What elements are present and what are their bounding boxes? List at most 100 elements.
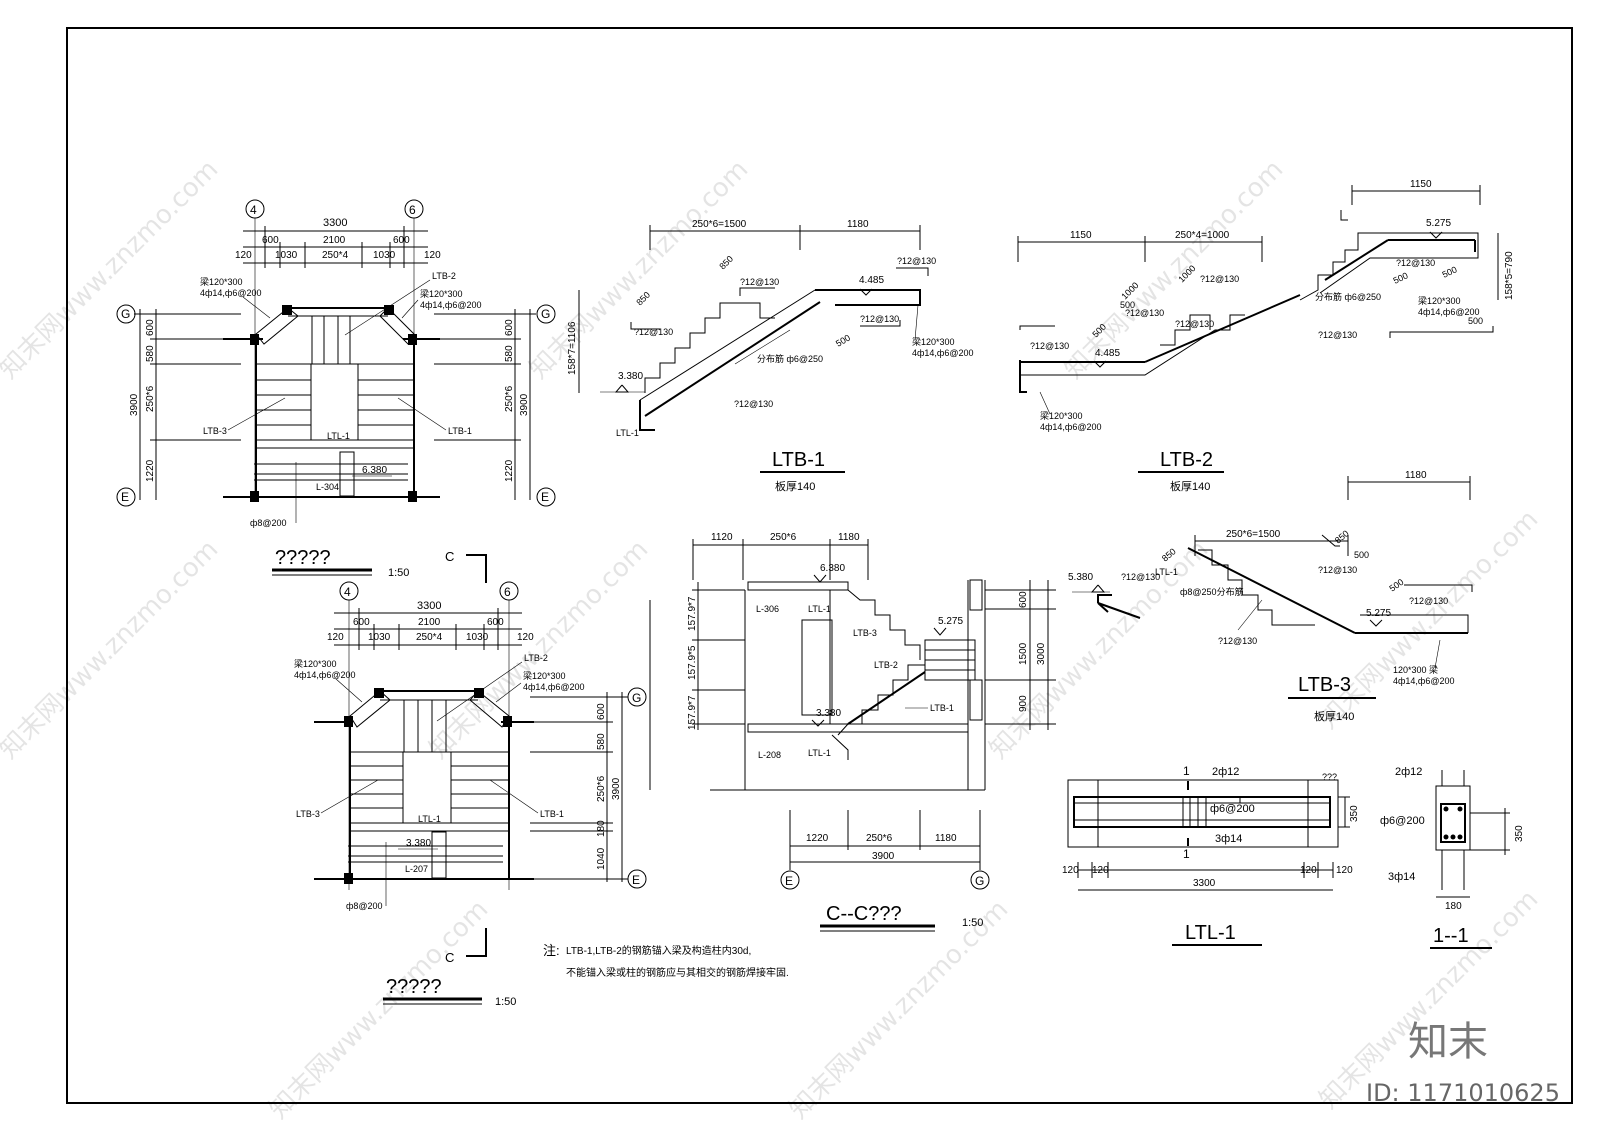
beam-note: 4ф14,ф6@200 [1418, 307, 1479, 317]
dim: 120 [1336, 865, 1353, 876]
beam-note: 4ф14,ф6@200 [1040, 422, 1101, 432]
rebar: 分布筋 ф6@250 [757, 353, 823, 364]
rebar: ?12@130 [1396, 258, 1435, 268]
dim: 120 [1062, 865, 1079, 876]
axis-6: 6 [504, 585, 511, 599]
elevation: 4.485 [859, 275, 884, 286]
beam-note: 梁120*300 [523, 670, 566, 681]
label-beam: L-306 [756, 604, 779, 614]
dim: 1180 [1405, 470, 1427, 481]
scale: 1:50 [388, 567, 409, 579]
axis-6: 6 [409, 203, 416, 217]
mark: ??? [1322, 772, 1337, 782]
section-title: C--C??? [826, 903, 902, 925]
dim: 3900 [611, 777, 622, 800]
axis-e-right: E [541, 490, 549, 504]
dim: 180 [1445, 901, 1462, 912]
rebar: 500 [834, 333, 852, 349]
dim-3300: 3300 [323, 217, 347, 229]
dim: 250*6=1500 [1226, 529, 1281, 540]
dim: 1030 [466, 632, 489, 643]
dim: 1150 [1070, 230, 1092, 241]
dim: 250*6=1500 [692, 219, 747, 230]
detail-title: LTB-3 [1298, 674, 1351, 696]
dim: 3900 [872, 851, 895, 862]
dim: 120 [424, 250, 441, 261]
rebar: ?12@130 [1318, 330, 1357, 340]
axis-e: E [121, 490, 129, 504]
dim: 250*6 [770, 532, 797, 543]
rebar: ?12@130 [1030, 341, 1069, 351]
rebar-note: ф8@200 [346, 901, 383, 911]
dim: 250*4 [416, 632, 443, 643]
rebar: 500 [1387, 577, 1405, 594]
sheet-border [66, 27, 1573, 1104]
elevation: 3.380 [406, 838, 431, 849]
label-ltl1: LTL-1 [808, 748, 831, 758]
dim: 1180 [838, 532, 860, 543]
dim: 120 [235, 250, 252, 261]
dim: 180 [596, 820, 607, 837]
watermark-text: 知末网www.znzmo.com [0, 534, 224, 765]
dim: 1030 [275, 250, 298, 261]
detail-title: LTB-2 [1160, 449, 1213, 471]
dim: 580 [145, 345, 156, 362]
dim: 120 [327, 632, 344, 643]
dim: 1150 [1410, 179, 1432, 190]
note-line-1: LTB-1,LTB-2的钢筋锚入梁及构造柱内30d, [566, 944, 751, 957]
dim: 158*7=1106 [567, 321, 578, 375]
image-id: ID: 1171010625 [1366, 1079, 1560, 1107]
elevation: 6.380 [820, 563, 845, 574]
section-mark: 1 [1183, 847, 1190, 861]
rebar: ?12@130 [1125, 308, 1164, 318]
elevation: 6.380 [362, 465, 387, 476]
rebar-bottom: 3ф14 [1215, 833, 1242, 845]
dim: 120 [1092, 865, 1109, 876]
dim: 157.9*7 [687, 695, 698, 730]
elevation: 3.380 [816, 708, 841, 719]
beam-note: 4ф14,ф6@200 [420, 300, 481, 310]
elevation: 5.275 [1366, 608, 1391, 619]
dim: 157.9*5 [687, 645, 698, 680]
dim: 600 [393, 235, 410, 246]
ltl1-detail: 2ф12 ф6@200 3ф14 ??? 1 1 350 120 120 [1062, 764, 1360, 946]
elevation: 5.275 [1426, 218, 1451, 229]
axis-g: G [121, 307, 130, 321]
note-line-2: 不能锚入梁或柱的钢筋应与其相交的钢筋焊接牢固. [566, 966, 789, 979]
beam-note: 4ф14,ф6@200 [912, 348, 973, 358]
dim: 580 [504, 345, 515, 362]
beam-note: 4ф14,ф6@200 [200, 288, 261, 298]
dim: 158*5=790 [1504, 251, 1515, 300]
stirrup: ф6@200 [1380, 815, 1425, 827]
ltb1-detail: 250*6=1500 1180 158*7=1106 4.485 3.380 8… [567, 219, 973, 493]
detail-title: LTL-1 [1185, 922, 1236, 944]
dim: 3900 [129, 393, 140, 416]
slab-thickness: 板厚140 [1170, 479, 1210, 493]
plan-top: 4 6 G G E E 3300 600 2100 600 120 1030 2… [116, 199, 556, 583]
dim: 580 [596, 733, 607, 750]
beam-note: 梁120*300 [1418, 295, 1461, 306]
axis-4: 4 [344, 585, 351, 599]
cut-mark: C [445, 950, 454, 965]
ltb3-detail: 1180 250*6=1500 5.380 5.275 LTL-1 850 85… [1068, 470, 1473, 723]
note-lead: 注: [543, 943, 560, 958]
elevation: 5.275 [938, 616, 963, 627]
dim: 250*6 [145, 385, 156, 412]
dim: 157.9*7 [687, 596, 698, 631]
label-ltb3: LTB-3 [296, 809, 320, 819]
beam-note: 120*300 梁 [1393, 664, 1438, 675]
dim: 600 [487, 617, 504, 628]
beam-note: 梁120*300 [420, 288, 463, 299]
label-ltl1: LTL-1 [327, 431, 350, 441]
slab-thickness: 板厚140 [1314, 709, 1354, 723]
rebar: 850 [717, 254, 735, 272]
label-ltl1: LTL-1 [418, 814, 441, 824]
rebar: ?12@130 [734, 399, 773, 409]
rebar: 500 [1392, 270, 1410, 285]
elevation: 4.485 [1095, 348, 1120, 359]
rebar: 分布筋 ф6@250 [1315, 291, 1381, 302]
dim: 2100 [323, 235, 346, 246]
label-ltb3: LTB-3 [203, 426, 227, 436]
rebar: ?12@130 [860, 314, 899, 324]
